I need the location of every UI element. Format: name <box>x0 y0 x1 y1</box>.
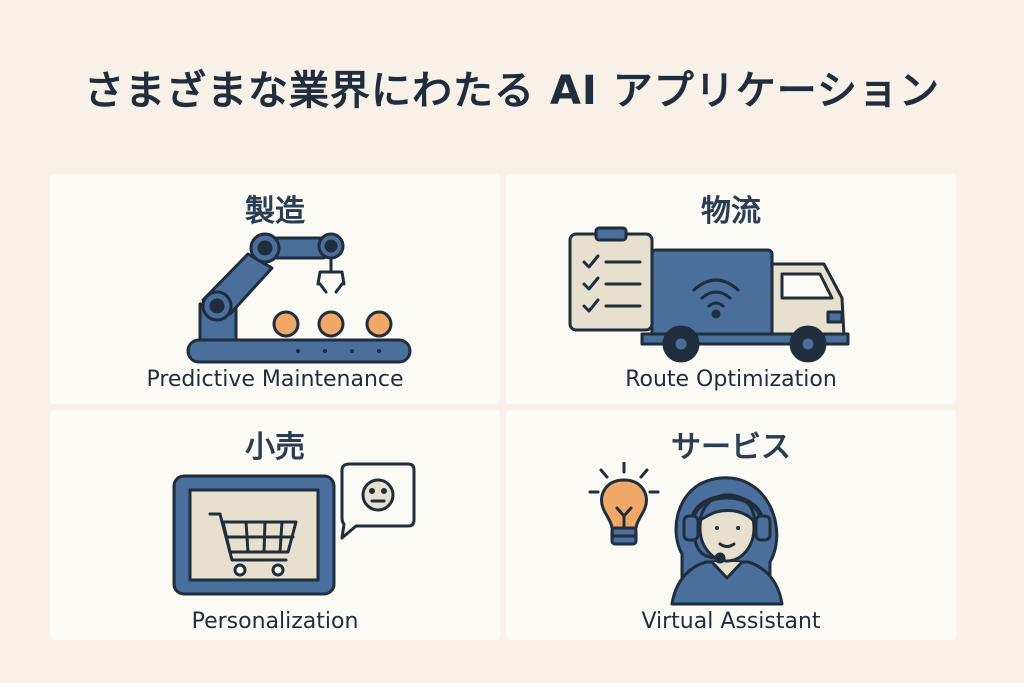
card-title: 製造 <box>245 194 305 229</box>
card-label: Predictive Maintenance <box>146 367 404 392</box>
tablet-cart-icon <box>172 462 416 596</box>
card-label: Virtual Assistant <box>641 609 821 634</box>
card-title: 物流 <box>701 194 761 229</box>
card-logistics: 物流 <box>506 174 956 404</box>
card-title: サービス <box>671 430 791 465</box>
card-manufacturing: 製造 <box>50 174 500 404</box>
headset-agent-icon <box>588 462 784 606</box>
card-label: Route Optimization <box>625 367 837 392</box>
clipboard-truck-icon <box>568 226 850 363</box>
robot-arm-conveyor-icon <box>186 232 412 364</box>
card-label: Personalization <box>191 609 359 634</box>
card-title: 小売 <box>245 430 305 465</box>
industry-grid: 製造 <box>50 174 956 640</box>
card-service: サービス <box>506 410 956 640</box>
page-title: さまざまな業界にわたる AI アプリケーション <box>84 68 940 114</box>
card-retail: 小売 Persona <box>50 410 500 640</box>
